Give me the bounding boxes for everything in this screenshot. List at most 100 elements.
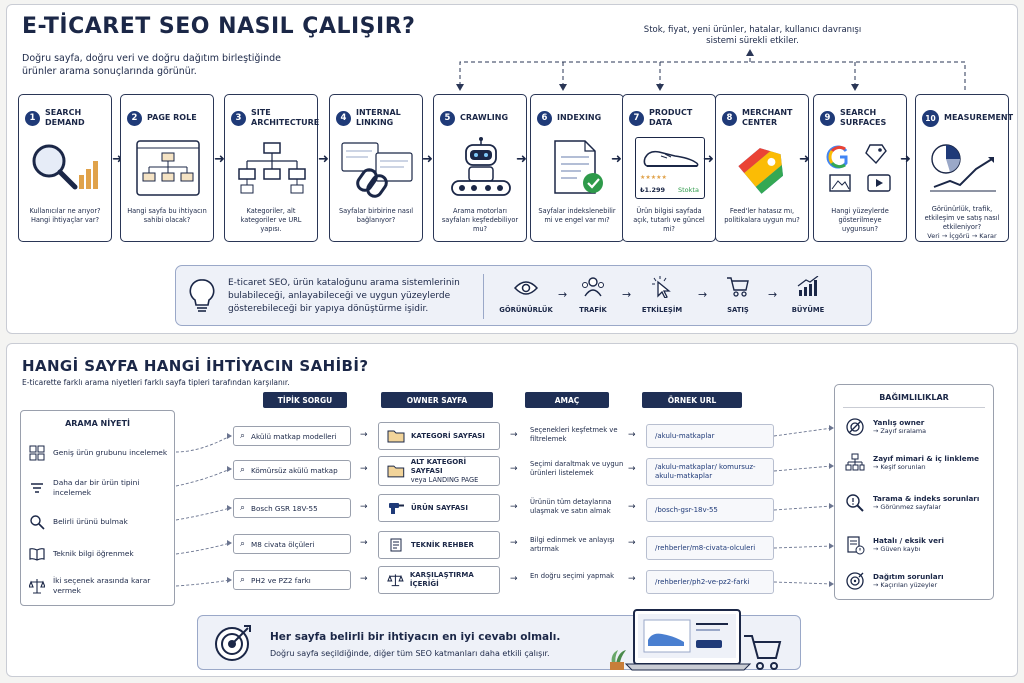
arrow: → <box>628 464 636 474</box>
owner-page-name: KATEGORİ SAYFASI <box>411 431 485 440</box>
arrow: → <box>360 538 368 548</box>
search-icon: ⌕ <box>240 503 246 513</box>
example-url: /akulu-matkaplar/ komursuz-akulu-matkapl… <box>646 458 774 486</box>
magnifier-warning-icon <box>846 494 864 512</box>
intent-item: Daha dar bir ürün tipini incelemek <box>29 473 169 503</box>
step-description: Kategoriler, alt kategoriler ve URL yapı… <box>240 207 302 233</box>
dependency-title: Tarama & indeks sorunları <box>873 494 980 503</box>
funnel-label: BÜYÜME <box>791 306 825 314</box>
arrow: → <box>628 574 636 584</box>
rating-stars: ★★★★★ <box>640 174 667 181</box>
dependency-title: Zayıf mimari & iç linkleme <box>873 454 979 463</box>
funnel-label: GÖRÜNÜRLÜK <box>499 306 553 314</box>
column-header-owner: OWNER SAYFA <box>381 392 493 408</box>
step-number: 9 <box>820 110 835 126</box>
owner-name: ALT KATEGORİ SAYFASI <box>410 457 467 475</box>
query-text: Kömürsüz akülü matkap <box>251 465 338 475</box>
step-description: Ürün bilgisi sayfada açık, tutarlı ve gü… <box>633 207 705 233</box>
scale-icon <box>387 574 404 587</box>
column-header-query: TİPİK SORGU <box>263 392 347 408</box>
laptop-shop-icon <box>610 609 782 671</box>
search-icon <box>30 515 45 530</box>
step-title: INTERNAL LINKING <box>356 108 401 127</box>
feedback-loop-note: Stok, fiyat, yeni ürünler, hatalar, kull… <box>643 25 862 46</box>
search-surfaces-icon <box>826 144 891 192</box>
funnel-arrow: → <box>768 288 778 301</box>
owner-page-name: TEKNİK REHBER <box>411 540 474 549</box>
arrow: → <box>510 574 518 584</box>
target-arrow-icon <box>215 625 251 661</box>
step-description: Sayfalar birbirine nasıl bağlanıyor? <box>338 207 414 224</box>
example-url: /rehberler/ph2-ve-pz2-farki <box>646 570 774 594</box>
goal-text: Ürünün tüm detaylarına ulaşmak ve satın … <box>530 498 612 515</box>
step-number: 5 <box>440 110 455 126</box>
owner-page-box: KARŞILAŞTIRMA İÇERİĞİ <box>378 566 500 594</box>
dependencies-box: BAĞIMLILIKLAR Yanlış owner→ Zayıf sırala… <box>834 384 994 600</box>
arrow: → <box>360 430 368 440</box>
search-intent-title: ARAMA NİYETİ <box>65 419 130 428</box>
funnel-label: TRAFİK <box>579 306 607 314</box>
section-title: HANGİ SAYFA HANGİ İHTİYACIN SAHİBİ? <box>22 357 369 375</box>
dependencies-title: BAĞIMLILIKLAR <box>879 393 949 402</box>
flow-arrow: ➜ <box>422 152 433 167</box>
step-number: 8 <box>722 110 737 126</box>
query-text: Bosch GSR 18V-55 <box>251 503 318 513</box>
document-check-icon <box>554 140 603 194</box>
search-intent-box: ARAMA NİYETİ Geniş ürün grubunu inceleme… <box>20 410 175 606</box>
step-title: PAGE ROLE <box>147 113 197 122</box>
funnel-engagement: ETKİLEŞİM <box>622 266 702 327</box>
drill-icon <box>389 503 404 514</box>
eye-icon <box>514 281 538 295</box>
step-description: Hangi sayfa bu ihtiyacın sahibi olacak? <box>127 207 207 224</box>
intent-label: Daha dar bir ürün tipini incelemek <box>53 478 140 497</box>
step-title: INDEXING <box>557 113 602 122</box>
owner-page-box: TEKNİK REHBER <box>378 531 500 559</box>
example-url: /bosch-gsr-18v-55 <box>646 498 774 522</box>
arrow: → <box>628 502 636 512</box>
funnel-label: SATIŞ <box>727 306 749 314</box>
flow-arrow: ➜ <box>214 152 225 167</box>
grid-icon <box>29 445 45 461</box>
flow-arrow: ➜ <box>900 152 911 167</box>
intent-item: İki seçenek arasında karar vermek <box>29 571 169 601</box>
dependency-effect: → Kaçırılan yüzeyler <box>873 581 938 589</box>
dependency-effect: → Görünmez sayfalar <box>873 503 942 511</box>
funnel-arrow: → <box>622 288 632 301</box>
goal-text: En doğru seçimi yapmak <box>530 572 615 580</box>
step-merchant-center: 8 MERCHANT CENTER Feed'ler hatasız mı, po… <box>715 94 809 242</box>
arrow: → <box>360 574 368 584</box>
step-description: Kullanıcılar ne arıyor? Hangi ihtiyaçlar… <box>29 207 101 224</box>
step-title: MEASUREMENT <box>944 113 1014 122</box>
step-title: MERCHANT CENTER <box>742 108 793 127</box>
funnel-arrow: → <box>698 288 708 301</box>
intent-label: Teknik bilgi öğrenmek <box>53 549 134 558</box>
funnel-traffic: TRAFİK <box>553 266 633 327</box>
dependency-item: Dağıtım sorunları→ Kaçırılan yüzeyler <box>845 571 990 591</box>
filter-icon <box>31 483 43 493</box>
arrow: → <box>510 464 518 474</box>
arrow: → <box>360 502 368 512</box>
arrow: → <box>510 502 518 512</box>
flow-arrow: ➜ <box>112 152 123 167</box>
hierarchy-icon <box>845 453 865 471</box>
step-description: Feed'ler hatasız mı, politikalara uygun … <box>724 207 800 224</box>
goal-text: Bilgi edinmek ve anlayışı artırmak <box>530 536 615 553</box>
owner-page-box: KATEGORİ SAYFASI <box>378 422 500 450</box>
flow-arrow: ➜ <box>611 152 622 167</box>
funnel-arrow: → <box>558 288 568 301</box>
step-description: Görünürlük, trafik, etkileşim ve satış n… <box>924 205 1000 231</box>
query-box: ⌕Akülü matkap modelleri <box>233 426 351 446</box>
funnel-growth: BÜYÜME <box>768 266 848 327</box>
owner-page-name: KARŞILAŞTIRMA İÇERİĞİ <box>409 571 474 588</box>
intent-label: İki seçenek arasında karar vermek <box>53 576 151 595</box>
users-icon <box>582 277 604 297</box>
funnel-label: ETKİLEŞİM <box>641 306 683 314</box>
dependency-effect: → Güven kaybı <box>873 545 921 553</box>
step-number: 7 <box>629 110 644 126</box>
conclusion-bar: Her sayfa belirli bir ihtiyacın en iyi c… <box>197 615 801 670</box>
